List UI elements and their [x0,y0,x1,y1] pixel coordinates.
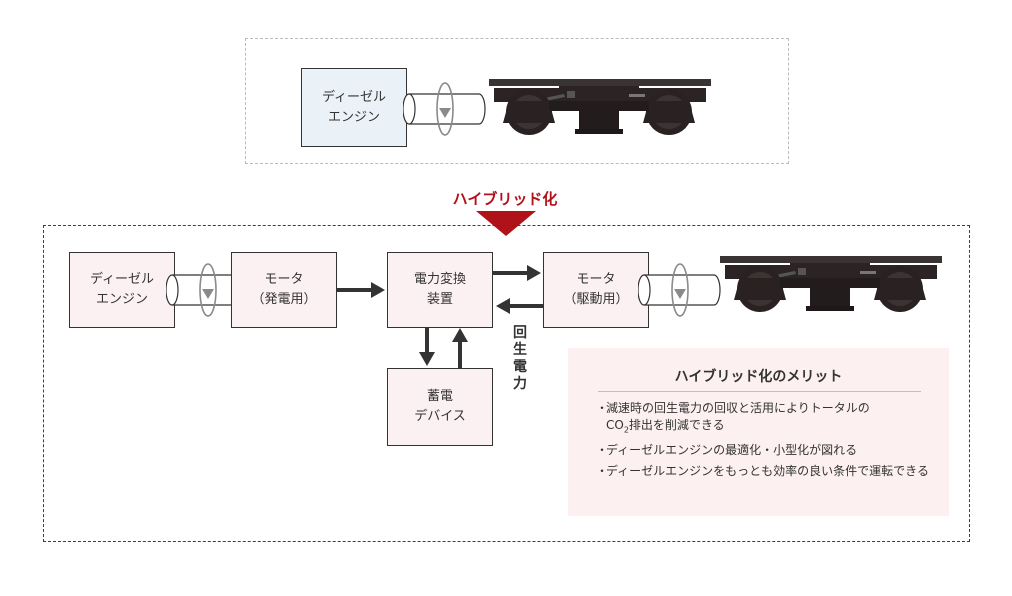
top-diesel-engine-box: ディーゼル エンジン [301,68,407,147]
top-engine-line1: ディーゼル [321,89,387,105]
regen-char-4: 力 [513,376,527,392]
drive-motor-shaft-icon [638,263,721,317]
drive-motor-line1: モータ [576,272,616,287]
drive-motor-line2: （駆動用） [563,292,629,307]
storage-device-box: 蓄電 デバイス [387,368,493,446]
drive-motor-box: モータ （駆動用） [543,252,649,328]
merit-item: ディーゼルエンジンをもっとも効率の良い条件で運転できる [596,463,936,480]
hybrid-drive-frame [43,225,970,542]
conventional-drive-frame [245,38,789,164]
merits-divider [598,391,921,392]
hybrid-bogie-icon [720,256,942,312]
merit-item-1-line1: 減速時の回生電力の回収と活用によりトータルの [606,401,870,415]
hybrid-engine-line1: ディーゼル [89,272,155,287]
converter-to-storage-arrow-icon [419,328,435,366]
hybrid-engine-line2: エンジン [95,292,148,307]
regenerative-return-arrow-icon [496,298,544,314]
merit-item-1-sub: 2 [623,425,629,435]
hybrid-diesel-engine-box: ディーゼル エンジン [69,252,175,328]
power-converter-line1: 電力変換 [413,272,466,287]
top-drive-shaft-icon [403,82,486,136]
regen-char-2: 生 [513,342,527,358]
transition-down-arrow-icon [476,211,536,236]
merit-item-1-rest: 排出を削減できる [628,418,725,432]
storage-device-line2: デバイス [414,409,466,424]
merits-panel: ハイブリッド化のメリット 減速時の回生電力の回収と活用によりトータルの CO2排出… [568,348,949,516]
storage-to-converter-arrow-icon [452,328,468,368]
regen-char-3: 電 [513,359,527,375]
generator-motor-line1: モータ [264,272,304,287]
power-converter-box: 電力変換 装置 [387,252,493,328]
regen-char-1: 回 [513,325,527,341]
top-bogie-icon [489,79,711,135]
generator-motor-line2: （発電用） [251,292,317,307]
hybrid-transition-label: ハイブリッド化 [452,190,558,208]
merit-item-2-text: ディーゼルエンジンの最適化・小型化が図れる [606,443,858,458]
merit-item: 減速時の回生電力の回収と活用によりトータルの CO2排出を削減できる [596,400,936,438]
power-converter-line2: 装置 [426,292,453,307]
merit-item: ディーゼルエンジンの最適化・小型化が図れる [596,442,936,459]
merits-title: ハイブリッド化のメリット [674,369,843,385]
generator-motor-box: モータ （発電用） [231,252,337,328]
generator-to-converter-arrow-icon [337,282,385,298]
merits-list: 減速時の回生電力の回収と活用によりトータルの CO2排出を削減できる ディーゼルエ… [596,400,936,484]
regenerative-power-label: 回 生 電 力 [511,325,529,393]
merit-item-3-text: ディーゼルエンジンをもっとも効率の良い条件で運転できる [606,464,929,479]
storage-device-line1: 蓄電 [426,389,453,404]
converter-to-drive-motor-arrow-icon [493,265,541,281]
top-engine-line2: エンジン [327,109,380,125]
merit-item-1-co: CO [606,418,624,432]
